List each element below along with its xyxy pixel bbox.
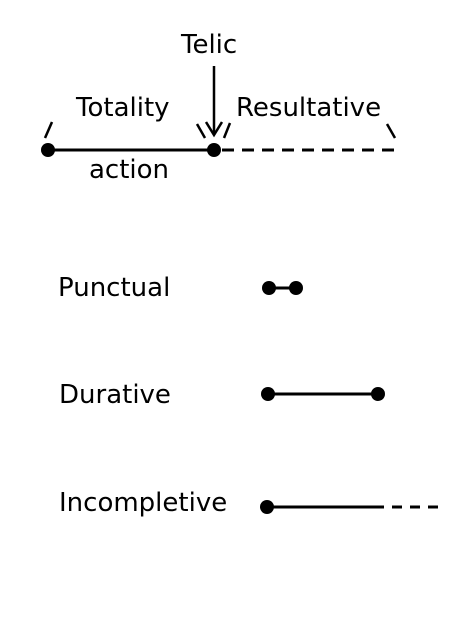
durative-line	[261, 387, 385, 401]
resultative-right-tick	[385, 123, 397, 139]
durative-label: Durative	[59, 380, 171, 410]
punctual-label: Punctual	[58, 273, 171, 303]
totality-label: Totality	[76, 93, 170, 123]
punctual-end-point	[289, 281, 303, 295]
incompletive-label: Incompletive	[59, 488, 228, 518]
action-start-point	[41, 143, 55, 157]
incompletive-line	[260, 500, 440, 514]
action-label: action	[89, 155, 170, 185]
timeline-top	[41, 66, 398, 157]
totality-left-tick	[43, 121, 54, 139]
resultative-label: Resultative	[236, 93, 382, 123]
durative-end-point	[371, 387, 385, 401]
durative-start-point	[261, 387, 275, 401]
punctual-start-point	[262, 281, 276, 295]
telic-point	[207, 143, 221, 157]
incompletive-start-point	[260, 500, 274, 514]
telic-arrow-icon	[204, 66, 224, 138]
resultative-left-tick	[222, 122, 232, 139]
telic-label: Telic	[181, 30, 238, 60]
punctual-line	[262, 281, 303, 295]
totality-right-tick	[195, 123, 207, 139]
